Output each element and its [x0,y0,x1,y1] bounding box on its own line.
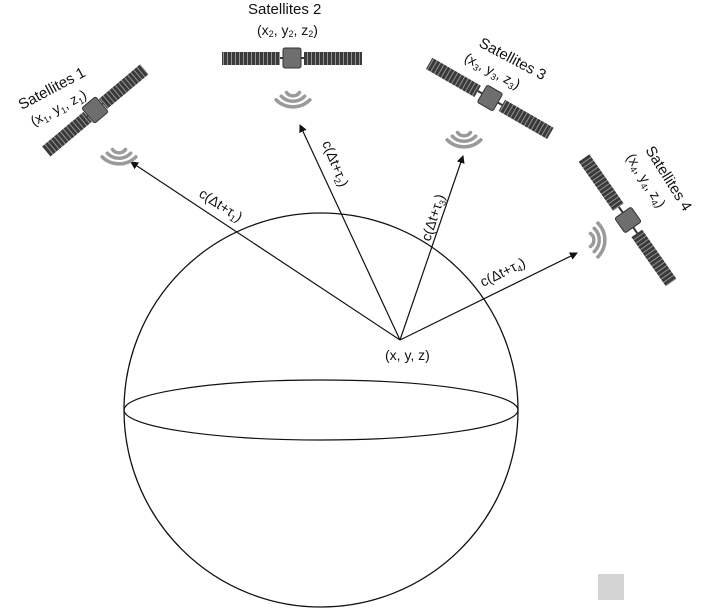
satellite-3: Satellites 3 (x3, y3, z3) c(Δt+τ3) [418,35,554,243]
signal-wave-icon [100,147,138,166]
signal-line-3 [399,155,465,341]
signal-wave-icon [445,130,483,149]
earth-outline [123,212,519,608]
signal-line-2 [299,124,401,341]
satellite-icon [222,47,362,69]
satellite-icon [578,154,677,287]
signal-wave-icon [274,90,312,109]
signal-line-4 [399,252,578,341]
signal-label-2: c(Δt+τ2) [317,138,352,190]
earth-equator [123,379,519,441]
satellite-2-coords: (x2, y2, z2) [257,22,318,39]
satellite-icon [425,57,554,140]
satellite-icon [42,64,149,157]
satellite-3-coords: (x3, y3, z3) [461,49,523,94]
signal-wave-icon [588,221,607,259]
svg-text:c(Δt+τ3): c(Δt+τ3) [418,192,450,243]
satellite-1: Satellites 1 (x1, y1, z1) c(Δt+τ1) [16,64,246,226]
receiver-label: (x, y, z) [385,347,430,363]
signal-lines [130,124,578,341]
svg-text:c(Δt+τ2): c(Δt+τ2) [317,138,352,190]
svg-text:c(Δt+τ1): c(Δt+τ1) [195,185,245,226]
signal-label-1: c(Δt+τ1) [195,185,245,226]
earth-sphere [123,212,519,608]
svg-text:c(Δt+τ4): c(Δt+τ4) [477,254,528,291]
watermark-square [598,574,624,600]
satellite-2-title: Satellites 2 [248,1,321,18]
satellite-2: Satellites 2 (x2, y2, z2) c(Δt+τ2) [222,1,362,190]
signal-label-4: c(Δt+τ4) [477,254,528,291]
signal-label-3: c(Δt+τ3) [418,192,450,243]
signal-line-1 [130,161,401,341]
satellite-4: Satellites 4 (x4, y4, z4) c(Δt+τ4) [477,143,695,291]
